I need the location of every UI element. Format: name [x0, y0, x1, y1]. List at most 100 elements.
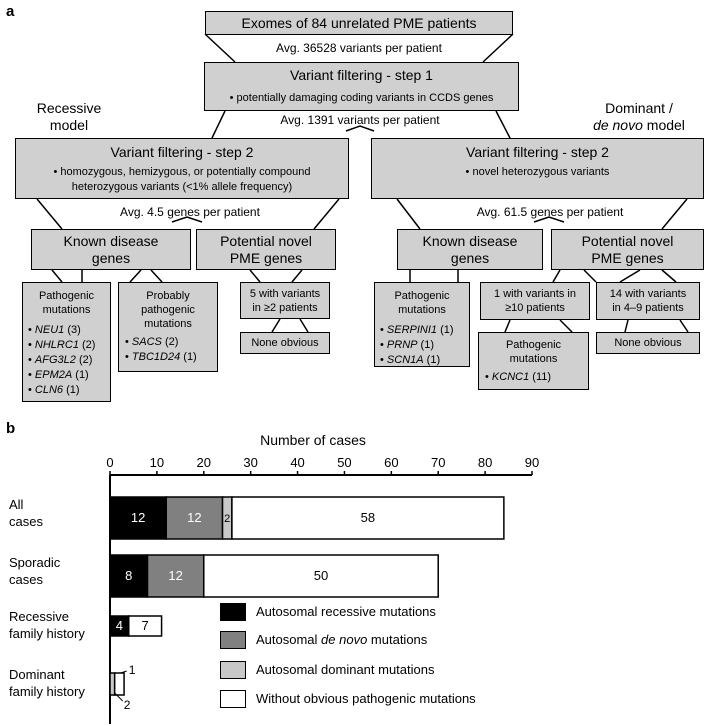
dominant-model-line1: Dominant / [605, 100, 673, 116]
x-tick-label: 0 [106, 455, 113, 470]
right-patho-gene-list: • SERPINI1 (1) • PRNP (1) • SCN1A (1) [380, 323, 454, 368]
gene-item: • EPM2A (1) [28, 369, 89, 381]
data-label: 4 [116, 618, 123, 633]
bar-segment [146, 554, 205, 598]
left-known-box: Known disease genes [31, 229, 191, 270]
left-known-line1: Known disease [63, 233, 159, 249]
right-avg-genes: Avg. 61.5 genes per patient [476, 205, 624, 219]
recessive-model-line2: model [49, 117, 89, 133]
x-tick-label: 20 [197, 455, 211, 470]
right-fourteen-line2: in 4–9 patients [612, 302, 684, 314]
right-patho-title-1: Pathogenic [394, 290, 450, 302]
x-tick-label: 60 [384, 455, 398, 470]
right-none-label: None obvious [614, 337, 682, 349]
gene-item: • TBC1D24 (1) [125, 351, 197, 363]
left-prob-title-2: pathogenic [141, 304, 195, 316]
gene-item: • NEU1 (3) [28, 324, 81, 336]
gene-item: • PRNP (1) [380, 339, 434, 351]
gene-item: • SACS (2) [125, 336, 179, 348]
legend-swatch-denovo [220, 631, 246, 649]
x-tick-label: 70 [431, 455, 445, 470]
legend-label-recessive: Autosomal recessive mutations [256, 604, 436, 619]
bar-segment [231, 496, 505, 540]
right-fourteen-line1: 14 with variants [609, 288, 687, 300]
flow-connectors [36, 33, 689, 333]
right-kcnc-title-2: mutations [509, 353, 558, 365]
gene-item: • KCNC1 (11) [485, 371, 552, 383]
left-patho-title-2: mutations [42, 304, 91, 316]
legend-swatch-recessive [220, 603, 246, 621]
left-prob-title-3: mutations [144, 318, 192, 330]
left-five-box: 5 with variants in ≥2 patients [240, 282, 330, 319]
right-fourteen-box: 14 with variants in 4–9 patients [596, 282, 700, 320]
right-kcnc1-box: Pathogenic mutations • KCNC1 (11) [478, 332, 589, 390]
left-pathogenic-box: Pathogenic mutations • NEU1 (3) • NHLRC1… [22, 282, 111, 402]
axis-title: Number of cases [260, 432, 366, 448]
avg-variants-2: Avg. 1391 variants per patient [280, 113, 440, 127]
x-tick-label: 80 [478, 455, 492, 470]
data-label: 7 [142, 618, 149, 633]
x-tick-label: 40 [290, 455, 304, 470]
x-tick-label: 50 [337, 455, 351, 470]
panel-b-label: b [6, 420, 16, 437]
data-label: 58 [361, 510, 375, 525]
panel-a-label: a [6, 3, 15, 20]
left-five-line1: 5 with variants [249, 288, 321, 300]
right-known-line2: genes [450, 250, 490, 266]
data-label: 1 [129, 663, 136, 677]
exomes-label: Exomes of 84 unrelated PME patients [241, 15, 477, 31]
bar-segment [113, 672, 125, 696]
left-novel-line1: Potential novel [220, 233, 312, 249]
left-prob-title-1: Probably [146, 290, 190, 302]
data-label: 2 [124, 698, 131, 712]
data-label: 12 [131, 510, 145, 525]
step1-title: Variant filtering - step 1 [290, 67, 433, 83]
dominant-model-suffix: model [642, 117, 685, 133]
right-none-box: None obvious [596, 332, 700, 354]
x-tick-label: 10 [150, 455, 164, 470]
right-step2-desc: • novel heterozygous variants [465, 166, 610, 178]
right-known-line1: Known disease [422, 233, 518, 249]
right-patho-title-2: mutations [398, 304, 446, 316]
dominant-model-label: Dominant / de novo model [574, 100, 704, 134]
exomes-box: Exomes of 84 unrelated PME patients [205, 11, 513, 35]
data-label: 12 [187, 510, 201, 525]
bar-segment [165, 496, 224, 540]
left-step2-line1: • homozygous, hemizygous, or potentially… [53, 166, 311, 178]
avg-variants-1: Avg. 36528 variants per patient [276, 41, 442, 55]
left-none-label: None obvious [251, 337, 319, 349]
right-pathogenic-box: Pathogenic mutations • SERPINI1 (1) • PR… [374, 282, 470, 367]
right-kcnc-title-1: Pathogenic [505, 339, 562, 351]
left-step2-box: Variant filtering - step 2 • homozygous,… [15, 138, 349, 199]
left-avg-genes: Avg. 4.5 genes per patient [120, 205, 260, 219]
left-none-box: None obvious [240, 332, 330, 354]
dominant-model-line2: de novo model [574, 117, 704, 134]
gene-item: • AFG3L2 (2) [28, 354, 93, 366]
left-patho-gene-list: • NEU1 (3) • NHLRC1 (2) • AFG3L2 (2) • E… [28, 323, 95, 398]
left-step2-line2: heterozygous variants (<1% allele freque… [71, 181, 293, 193]
leader-line [114, 692, 124, 702]
gene-item: • NHLRC1 (2) [28, 339, 96, 351]
data-label: 2 [224, 513, 230, 525]
left-novel-box: Potential novel PME genes [196, 229, 336, 270]
legend-label-dominant: Autosomal dominant mutations [256, 662, 435, 677]
left-probably-box: Probably pathogenic mutations • SACS (2)… [118, 282, 218, 372]
data-label: 50 [314, 568, 328, 583]
dominant-model-denovo: de novo [593, 117, 643, 133]
left-prob-gene-list: • SACS (2) • TBC1D24 (1) [125, 335, 197, 365]
data-label: 12 [168, 568, 182, 583]
gene-item: • SERPINI1 (1) [380, 324, 454, 336]
right-novel-line1: Potential novel [581, 233, 674, 249]
right-one-line2: ≥10 patients [505, 302, 565, 314]
left-known-line2: genes [91, 250, 131, 266]
left-novel-line2: PME genes [229, 250, 303, 266]
x-tick-label: 90 [525, 455, 539, 470]
recessive-model-line1: Recessive [36, 100, 102, 116]
right-step2-box: Variant filtering - step 2 • novel heter… [371, 138, 704, 199]
left-patho-title-1: Pathogenic [38, 290, 95, 302]
bar-segment [128, 615, 163, 637]
gene-item: • CLN6 (1) [28, 384, 80, 396]
